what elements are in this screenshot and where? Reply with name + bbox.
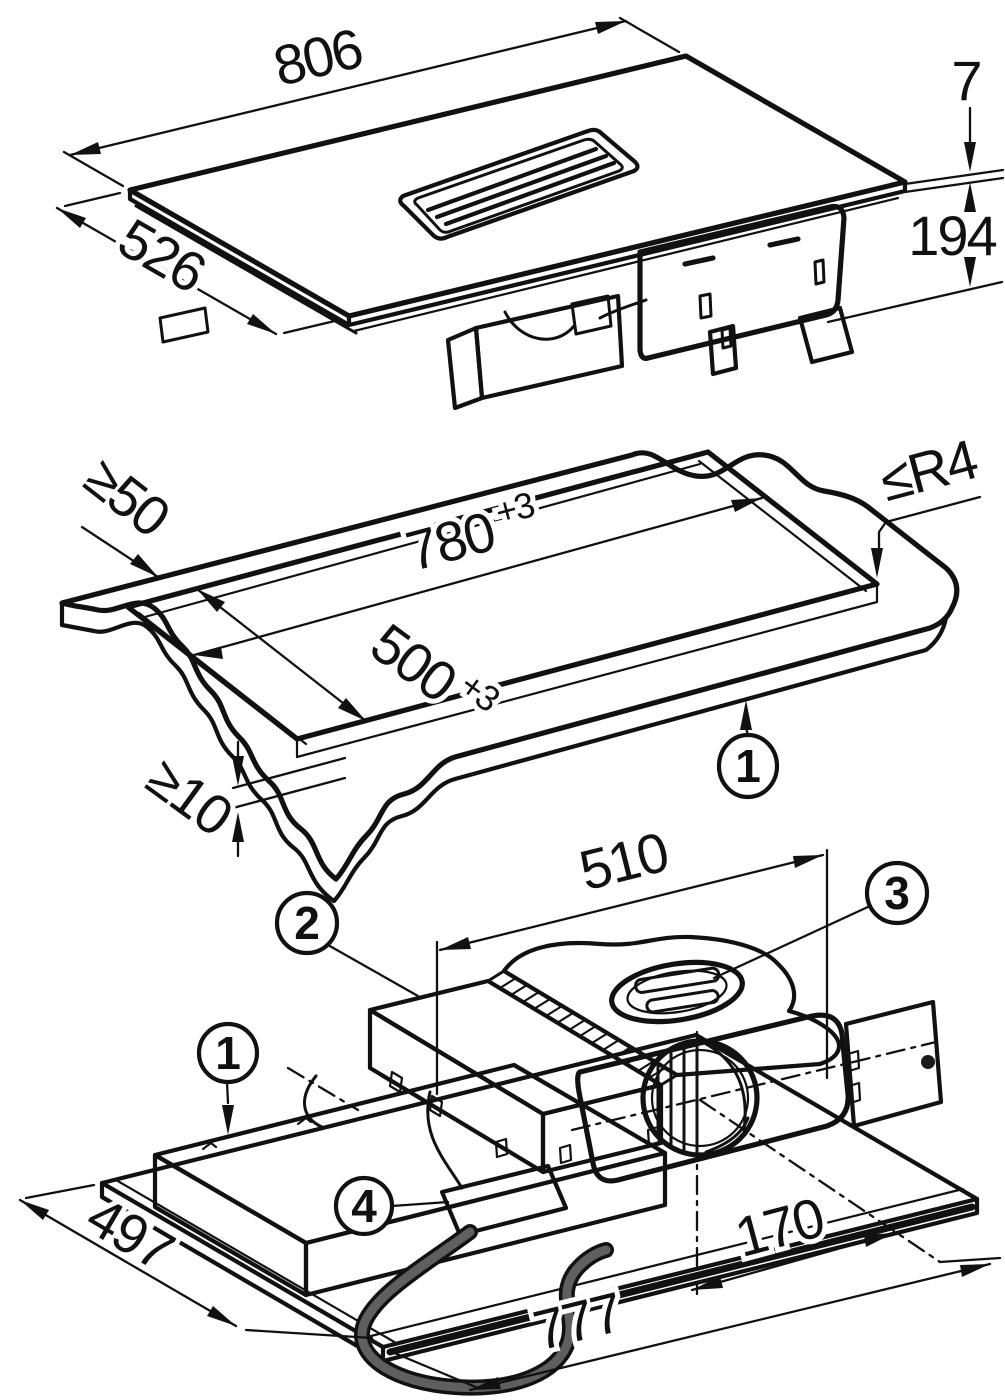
cutout-rim-lines bbox=[137, 459, 879, 759]
module-edge-notches bbox=[201, 1116, 313, 1151]
fastener-bolt bbox=[921, 1055, 935, 1069]
callout-b1-circle bbox=[196, 1021, 260, 1085]
cutout-view-drawing: ≥50 780 +3 500 +3 ≥10 ≤R4 1 bbox=[59, 422, 988, 904]
dim-10: ≥10 bbox=[131, 740, 248, 852]
worktop-thickness-edge bbox=[59, 600, 949, 904]
housing-feet bbox=[707, 305, 855, 377]
plate-thickness bbox=[99, 1180, 980, 1364]
callout-1-number: 1 bbox=[735, 740, 761, 792]
vent-grille-slats bbox=[425, 146, 617, 227]
ref-glass-plane bbox=[903, 168, 1005, 194]
wiring-connector bbox=[570, 294, 613, 336]
callout-b2-leader bbox=[326, 943, 420, 998]
duct-flange bbox=[609, 959, 745, 1025]
electronics-housing bbox=[637, 203, 847, 361]
dim-510: 510 bbox=[568, 815, 678, 907]
dim-497-label: 497 bbox=[76, 1184, 183, 1283]
housing-vent-ticks bbox=[682, 236, 801, 267]
underside-view-drawing: 510 497 170 777 1 2 3 bbox=[18, 815, 1002, 1396]
flange-ring bbox=[609, 959, 745, 1025]
dim-806-line bbox=[68, 19, 628, 157]
dim-10-arrows bbox=[232, 756, 244, 842]
dim-10-lines bbox=[231, 740, 347, 858]
dim-806: 806 bbox=[263, 11, 373, 103]
dim-10-label: ≥10 bbox=[136, 745, 243, 847]
callout-b4-circle bbox=[333, 1175, 395, 1237]
glass-edge-line bbox=[352, 196, 900, 333]
right-side-box bbox=[843, 999, 944, 1129]
filter-housing-side bbox=[367, 1007, 546, 1175]
dim-780-tolerance: +3 bbox=[491, 484, 538, 533]
callout-b1-number: 1 bbox=[215, 1027, 241, 1079]
flange-slot-2 bbox=[645, 989, 720, 1014]
dim-497-extensions bbox=[24, 1183, 374, 1340]
dim-500-line bbox=[195, 587, 368, 723]
dim-194-label: 194 bbox=[908, 204, 996, 267]
callout-b3-circle bbox=[864, 860, 930, 926]
dim-497: 497 bbox=[71, 1179, 188, 1288]
dim-170-line bbox=[690, 1231, 896, 1292]
dim-777-extensions bbox=[390, 1256, 1002, 1390]
side-box-clips bbox=[846, 1049, 862, 1105]
callout-b4-leader bbox=[390, 1200, 450, 1208]
callout-b3-number: 3 bbox=[884, 867, 910, 919]
dim-806-label: 806 bbox=[268, 16, 368, 98]
duct-box-front bbox=[473, 293, 625, 401]
callout-b2-number: 2 bbox=[294, 897, 320, 949]
flange-slot-1 bbox=[634, 966, 721, 994]
dim-50-arrow bbox=[130, 554, 158, 577]
dim-510-label: 510 bbox=[573, 820, 673, 902]
callout-b2-circle bbox=[274, 890, 340, 956]
dim-780-line bbox=[192, 496, 764, 657]
dim-500-tolerance: +3 bbox=[452, 664, 507, 720]
dim-777-line bbox=[468, 1262, 992, 1392]
dim-r4-arrow bbox=[871, 548, 883, 578]
callout-b3-leader bbox=[712, 904, 872, 980]
dim-510-extensions bbox=[435, 848, 829, 1096]
left-bracket-detail bbox=[134, 204, 358, 344]
dim-777: 777 bbox=[522, 1275, 632, 1367]
blower-scroll-face bbox=[575, 1012, 851, 1184]
wiring-harness bbox=[503, 298, 648, 341]
induction-module-top bbox=[152, 1062, 668, 1246]
dim-510-line bbox=[438, 853, 825, 952]
dim-7-label: 7 bbox=[951, 49, 980, 112]
plate-rim-lines bbox=[114, 1178, 965, 1345]
plate-seal-strip bbox=[386, 1203, 976, 1356]
vent-grille bbox=[398, 127, 640, 241]
top-view-drawing: 806 526 7 194 bbox=[55, 11, 1005, 411]
dim-170-arrows bbox=[692, 1233, 894, 1290]
dim-497-arrows bbox=[20, 1200, 236, 1326]
dim-r4-leader bbox=[877, 495, 982, 550]
blower-top bbox=[501, 934, 842, 1078]
vent-grille-recess bbox=[413, 137, 624, 234]
callout-b1-arrow bbox=[222, 1105, 234, 1135]
dim-526-arrows bbox=[57, 208, 276, 334]
glass-edge-thickness bbox=[127, 179, 908, 328]
mains-connector-box bbox=[439, 1163, 569, 1238]
callout-b1-leader bbox=[225, 1080, 230, 1105]
dim-806-extensions bbox=[62, 16, 681, 188]
dim-526-line bbox=[55, 206, 278, 336]
center-axis-lines bbox=[286, 1030, 942, 1296]
callout-1-circle bbox=[716, 732, 780, 800]
dim-777-label: 777 bbox=[527, 1280, 627, 1362]
dim-500-arrows bbox=[197, 589, 366, 721]
fins-slats bbox=[498, 976, 667, 1080]
flange-inner bbox=[626, 969, 728, 1015]
dim-height-arrows bbox=[964, 142, 976, 287]
dim-526-extensions bbox=[63, 191, 341, 335]
ref-housing-bottom bbox=[826, 280, 1004, 324]
callout-b4-number: 4 bbox=[351, 1180, 377, 1232]
blower-opening bbox=[640, 1038, 760, 1158]
callout-1-arrow bbox=[740, 700, 752, 730]
blower-opening-inner bbox=[650, 1048, 750, 1148]
dim-497-line bbox=[18, 1198, 238, 1328]
